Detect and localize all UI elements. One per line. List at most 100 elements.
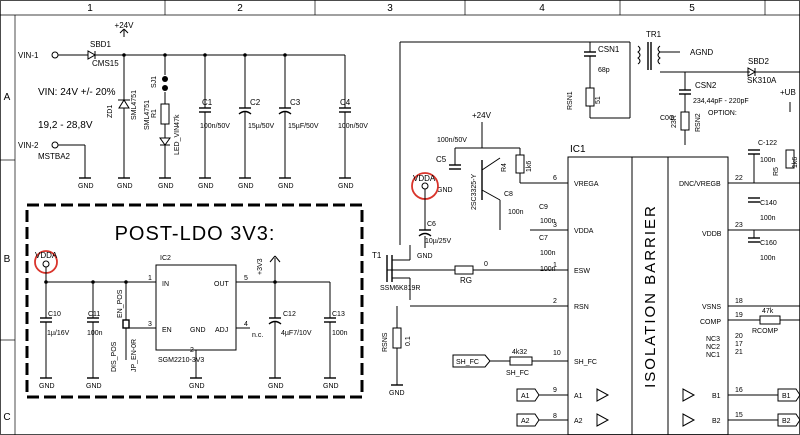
pin-num-21: 21 <box>735 349 743 356</box>
gnd-label: GND <box>338 183 354 190</box>
label-c8: C8 <box>504 191 513 198</box>
gnd-label: GND <box>189 383 205 390</box>
gnd-label: GND <box>86 383 102 390</box>
pin-num-18: 18 <box>735 298 743 305</box>
label-vdda-ldo: VDDA <box>35 251 58 260</box>
ic1-pin-rsn: RSN <box>574 304 589 311</box>
label-c0g: C0G <box>660 115 674 122</box>
label-c8-value: 100n <box>508 209 524 216</box>
pin-num-3: 3 <box>553 222 557 229</box>
label-c3: C3 <box>290 98 301 107</box>
ic2-pin-num-2: 2 <box>190 347 194 354</box>
pin-num-19: 19 <box>735 312 743 319</box>
pin-num-22: 22 <box>735 175 743 182</box>
pin-num-15: 15 <box>735 412 743 419</box>
ic1-pin-vsns: VSNS <box>702 304 721 311</box>
label-c2: C2 <box>250 98 261 107</box>
ic1-pin-b2: B2 <box>712 418 721 425</box>
label-q2: 2SC3325-Y <box>471 173 478 210</box>
label-cms15: CMS15 <box>92 59 119 68</box>
label-c11: C11 <box>88 311 100 318</box>
label-sml4751b: SML4751 <box>144 100 151 130</box>
label-a1-port: A1 <box>521 393 530 400</box>
label-tr1: TR1 <box>646 30 662 39</box>
label-csn1: CSN1 <box>598 45 620 54</box>
label-b2-port: B2 <box>782 418 791 425</box>
gnd-label: GND <box>198 183 214 190</box>
ic2-pin-in: IN <box>162 281 169 288</box>
ic1-pin-b1: B1 <box>712 393 721 400</box>
gnd-label: GND <box>323 383 339 390</box>
pin-num-8: 8 <box>553 413 557 420</box>
label-c160-value: 100n <box>760 255 776 262</box>
pin-num-2: 2 <box>553 298 557 305</box>
label-c6-value: 10µ/25V <box>425 238 452 245</box>
label-c7-value: 100n <box>540 250 556 257</box>
label-c6: C6 <box>427 221 436 228</box>
label-c12: C12 <box>283 311 296 318</box>
row-label-b: B <box>4 254 11 265</box>
ic1-right-periphery: 22 23 18 19 20 17 21 16 15 47k RCOMP C-1… <box>728 140 800 427</box>
ic1-pin-vrega: VREGA <box>574 181 599 188</box>
gnd-row-top: GND GND GND GND GND GND GND <box>78 177 354 190</box>
post-ldo-section: POST-LDO 3V3: VDDA IC2 IN OUT EN GND ADJ… <box>25 203 364 399</box>
label-jp-en: JP_EN-0R <box>131 339 138 372</box>
gnd-label: GND <box>117 183 133 190</box>
label-csn2-value: 234,44pF - 220pF <box>693 98 749 105</box>
label-3v3: +3V3 <box>257 258 264 275</box>
gnd-label: GND <box>39 383 55 390</box>
col-label-3: 3 <box>387 3 393 14</box>
ic2-pin-num-5: 5 <box>244 275 248 282</box>
label-r5-value: 1k6 <box>792 157 799 168</box>
label-c7: C7 <box>539 235 548 242</box>
label-r23: 23R <box>671 115 678 128</box>
label-c140: C140 <box>760 200 777 207</box>
label-r1: R1 <box>151 109 158 118</box>
ic2-pin-out: OUT <box>214 281 230 288</box>
ic1-body: IC1 ISOLATION BARRIER VREGA VDDA ESW RSN… <box>567 144 729 435</box>
label-rsn1-value: 51 <box>595 96 602 104</box>
gnd-label: GND <box>278 183 294 190</box>
ic2-pin-num-1: 1 <box>148 275 152 282</box>
label-rsns: RSNS <box>382 332 389 352</box>
label-rsns-gnd: GND <box>389 390 405 397</box>
label-sh-fc: SH_FC <box>456 359 479 366</box>
label-sj1: SJ1 <box>151 76 158 88</box>
pin-num-6: 6 <box>553 175 557 182</box>
col-label-4: 4 <box>539 3 545 14</box>
label-nc: n.c. <box>252 332 263 339</box>
label-c10-value: 1µ/16V <box>47 330 70 337</box>
transformer-section: CSN1 68p RSN1 51 TR1 AGND SBD2 SK310A CS… <box>399 30 800 245</box>
label-agnd: AGND <box>690 48 713 57</box>
label-csn1-value: 68p <box>598 67 610 74</box>
label-zd1: ZD1 <box>107 105 114 118</box>
pin-num-1: 1 <box>553 262 557 269</box>
label-c5: C5 <box>436 155 447 164</box>
gnd-label: GND <box>238 183 254 190</box>
col-label-2: 2 <box>237 3 243 14</box>
net-port-b1 <box>777 388 800 402</box>
gnd-row-ldo: GND GND GND GND GND <box>39 377 339 390</box>
label-a2-port: A2 <box>521 418 530 425</box>
ic1-pin-nc1: NC1 <box>706 352 720 359</box>
label-vin1: VIN-1 <box>18 51 39 60</box>
net-port-b2 <box>777 413 800 427</box>
ic2-body <box>155 264 237 351</box>
label-en-pos: EN_POS <box>117 289 124 318</box>
ic1-pin-esw: ESW <box>574 268 590 275</box>
label-sbd1: SBD1 <box>90 40 111 49</box>
gnd-label: GND <box>158 183 174 190</box>
gnd-label: GND <box>268 383 284 390</box>
label-sk310a: SK310A <box>747 76 777 85</box>
label-rg-value: 0 <box>484 261 488 268</box>
label-c10: C10 <box>48 311 61 318</box>
label-c9-value: 100n <box>540 218 556 225</box>
ic1-periphery: +24V 100n/50V C5 GND VDDA 2SC3325-Y R4 1… <box>372 111 568 427</box>
label-c3-value: 15µF/50V <box>288 123 319 130</box>
ic2-pin-gnd: GND <box>190 327 206 334</box>
label-r4k32: 4k32 <box>512 349 527 356</box>
ic1-pin-nc2: NC2 <box>706 344 720 351</box>
net-port-sh-fc <box>452 354 491 368</box>
